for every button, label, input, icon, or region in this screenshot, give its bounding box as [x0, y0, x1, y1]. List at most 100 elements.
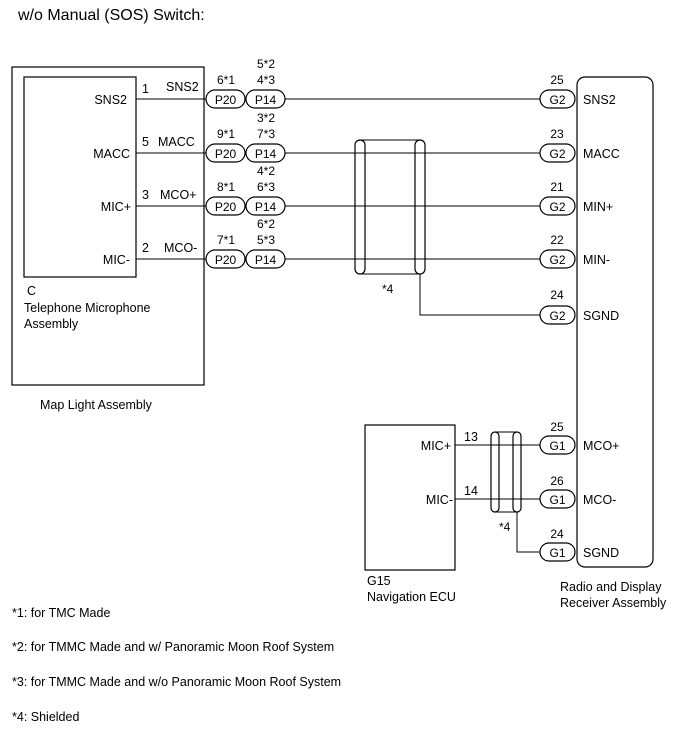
wire-label: SNS2 [166, 80, 199, 94]
radio-pin-name: MIN- [583, 253, 610, 267]
connector-g2-label: G2 [549, 147, 565, 161]
radio-sgnd-label: SGND [583, 546, 619, 560]
connector-p14-label: P14 [255, 200, 277, 214]
p14-pin-number-alt: 4*2 [257, 164, 275, 178]
p20-pin-number: 7*1 [217, 233, 235, 247]
connector-g1 [539, 435, 576, 455]
connector-g1-label: G1 [549, 439, 565, 453]
connector-p14-label: P14 [255, 147, 277, 161]
wire-label: MCO+ [160, 188, 196, 202]
radio-receiver-name-line1: Radio and Display [560, 580, 662, 594]
connector-p14-label: P14 [255, 253, 277, 267]
p20-pin-number: 6*1 [217, 73, 235, 87]
connector-p20 [205, 143, 246, 163]
shield-drain-wire [419, 274, 540, 316]
shield-upper: *4 24 G2 SGND [354, 139, 619, 325]
connector-g2 [539, 196, 576, 216]
connector-g2 [539, 143, 576, 163]
telephone-microphone-box [23, 76, 137, 278]
radio-receiver-name-line2: Receiver Assembly [560, 596, 667, 610]
mic-pin-name: MIC+ [101, 200, 131, 214]
shield-left-tube [490, 431, 500, 513]
radio-pin-name: MCO- [583, 493, 616, 507]
p20-pin-number: 8*1 [217, 180, 235, 194]
connector-p20-label: P20 [215, 93, 237, 107]
shield-lower: *4 24 G1 SGND [490, 431, 619, 562]
shield-right-tube [512, 431, 522, 513]
connector-p20-label: P20 [215, 200, 237, 214]
footnote-3: *3: for TMMC Made and w/o Panoramic Moon… [12, 675, 341, 689]
shield-left-tube [354, 139, 366, 275]
connector-p14-label: P14 [255, 93, 277, 107]
navigation-ecu-code: G15 [367, 574, 391, 588]
connector-p20-label: P20 [215, 253, 237, 267]
footnote-4: *4: Shielded [12, 710, 79, 724]
shield-note: *4 [499, 520, 511, 534]
connector-g1-label: G1 [549, 493, 565, 507]
nav-pin-name: MIC+ [421, 439, 451, 453]
p14-pin-number: 4*3 [257, 73, 275, 87]
g1-pin-number: 26 [550, 474, 564, 488]
radio-pin-name: MCO+ [583, 439, 619, 453]
diagram-title: w/o Manual (SOS) Switch: [17, 7, 205, 24]
connector-g2-label: G2 [549, 200, 565, 214]
wire-row-sns2: SNS2 1 SNS2 6*1 5*2 4*3 P20 P14 25 G2 SN… [94, 57, 616, 109]
map-light-assembly-box [11, 66, 205, 386]
nav-pin-number: 14 [464, 484, 478, 498]
g2-pin-number: 23 [550, 127, 564, 141]
shield-note: *4 [382, 282, 394, 296]
connector-g1 [539, 542, 576, 562]
wire-row-mic-plus: MIC+ 3 MCO+ 8*1 4*2 6*3 P20 P14 21 G2 MI… [101, 164, 613, 216]
connector-p20 [205, 249, 246, 269]
g2-pin-number: 21 [550, 180, 564, 194]
connector-g2 [539, 305, 576, 325]
nav-wire-mic-minus: MIC- 14 26 G1 MCO- [426, 474, 616, 509]
mic-pin-number: 2 [142, 241, 149, 255]
footnote-2: *2: for TMMC Made and w/ Panoramic Moon … [12, 640, 334, 654]
connector-g1 [539, 489, 576, 509]
wire-label: MACC [158, 135, 195, 149]
connector-g1-label: G1 [549, 546, 565, 560]
connector-g2 [539, 89, 576, 109]
sgnd-pin-number: 24 [550, 288, 564, 302]
sgnd-pin-number: 24 [550, 527, 564, 541]
shield-right-tube [414, 139, 426, 275]
p14-pin-number-alt: 6*2 [257, 217, 275, 231]
p20-pin-number: 9*1 [217, 127, 235, 141]
p14-pin-number-alt: 3*2 [257, 111, 275, 125]
telephone-microphone-name-line2: Assembly [24, 317, 79, 331]
connector-p20 [205, 89, 246, 109]
radio-receiver-box [576, 76, 654, 568]
nav-wire-mic-plus: MIC+ 13 25 G1 MCO+ [421, 420, 619, 455]
nav-pin-number: 13 [464, 430, 478, 444]
mic-pin-number: 1 [142, 82, 149, 96]
g2-pin-number: 22 [550, 233, 564, 247]
mic-pin-number: 3 [142, 188, 149, 202]
connector-g2-label: G2 [549, 253, 565, 267]
g2-pin-number: 25 [550, 73, 564, 87]
connector-g2 [539, 249, 576, 269]
mic-pin-name: MIC- [103, 253, 130, 267]
telephone-microphone-code: C [27, 284, 36, 298]
navigation-ecu-box [364, 424, 456, 571]
g1-pin-number: 25 [550, 420, 564, 434]
map-light-assembly-label: Map Light Assembly [40, 398, 153, 412]
radio-pin-name: MIN+ [583, 200, 613, 214]
p14-pin-number: 6*3 [257, 180, 275, 194]
footnote-1: *1: for TMC Made [12, 606, 110, 620]
radio-sgnd-label: SGND [583, 309, 619, 323]
wire-row-macc: MACC 5 MACC 9*1 3*2 7*3 P20 P14 23 G2 MA… [93, 111, 620, 163]
navigation-ecu-name: Navigation ECU [367, 590, 456, 604]
telephone-microphone-name-line1: Telephone Microphone [24, 301, 151, 315]
connector-p20-label: P20 [215, 147, 237, 161]
radio-pin-name: SNS2 [583, 93, 616, 107]
p14-pin-number: 5*3 [257, 233, 275, 247]
p14-pin-number-alt: 5*2 [257, 57, 275, 71]
mic-pin-number: 5 [142, 135, 149, 149]
mic-pin-name: MACC [93, 147, 130, 161]
p14-pin-number: 7*3 [257, 127, 275, 141]
mic-pin-name: SNS2 [94, 93, 127, 107]
wire-label: MCO- [164, 241, 197, 255]
connector-g2-label: G2 [549, 309, 565, 323]
